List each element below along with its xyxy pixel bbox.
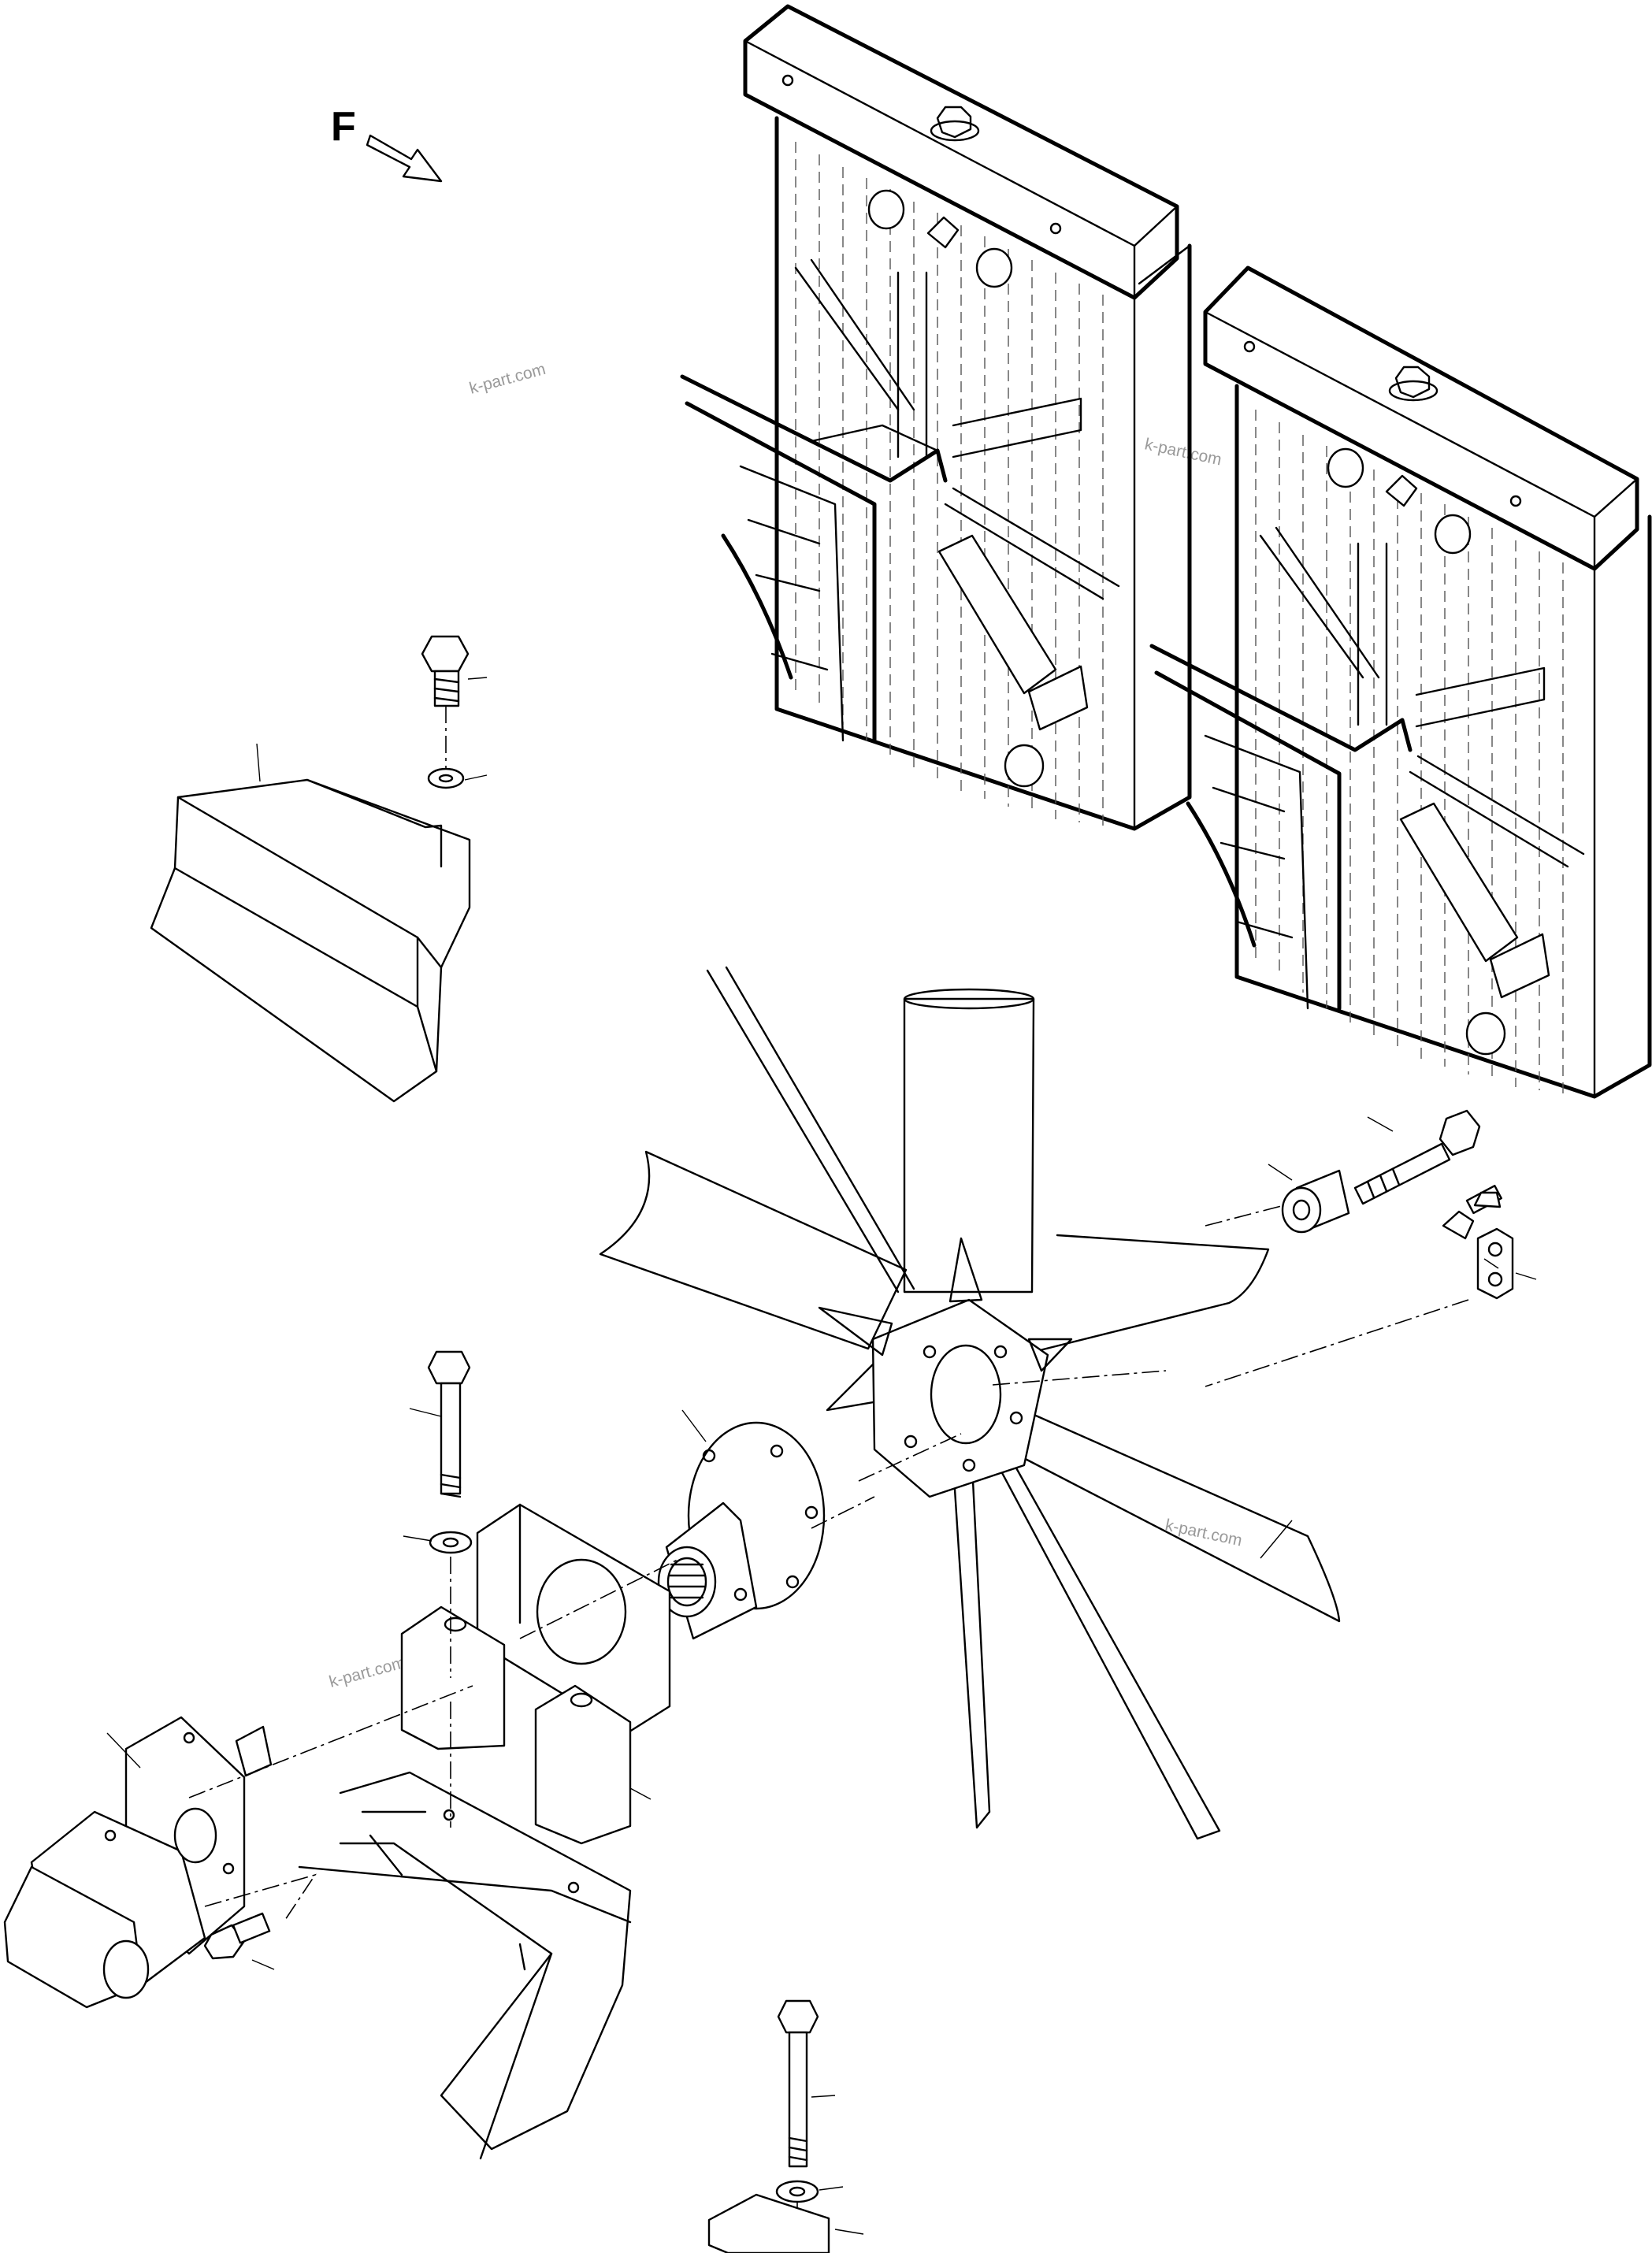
spacer-bushing-bolt [1205,1109,1481,1234]
hydraulic-fan-motor [3,1716,273,2009]
motor-bolt [203,1912,275,1970]
watermark-1: k-part.com [467,360,548,398]
watermark-3: k-part.com [1164,1516,1244,1550]
assembly-axis-lines [188,1433,962,1923]
direction-arrow-icon [366,134,443,183]
radiator-assembly-lower [1149,265,1652,1099]
watermark-2: k-part.com [1143,435,1223,469]
plate-and-bolt [992,1185,1537,1387]
bracket-bolt [403,1350,473,1828]
radiator-assembly-upper [680,4,1192,831]
cooling-fan [599,966,1341,1840]
lower-support-bolt [707,1999,864,2253]
direction-indicator: F [331,104,443,183]
watermark-4: k-part.com [327,1654,407,1691]
cover-bolt [421,635,488,789]
fan-flange-adapter [657,1409,826,1640]
direction-label: F [331,104,356,150]
motor-mount-bracket [400,1503,671,1845]
fan-guard-cover [150,743,471,1103]
support-arm [298,1771,632,2160]
